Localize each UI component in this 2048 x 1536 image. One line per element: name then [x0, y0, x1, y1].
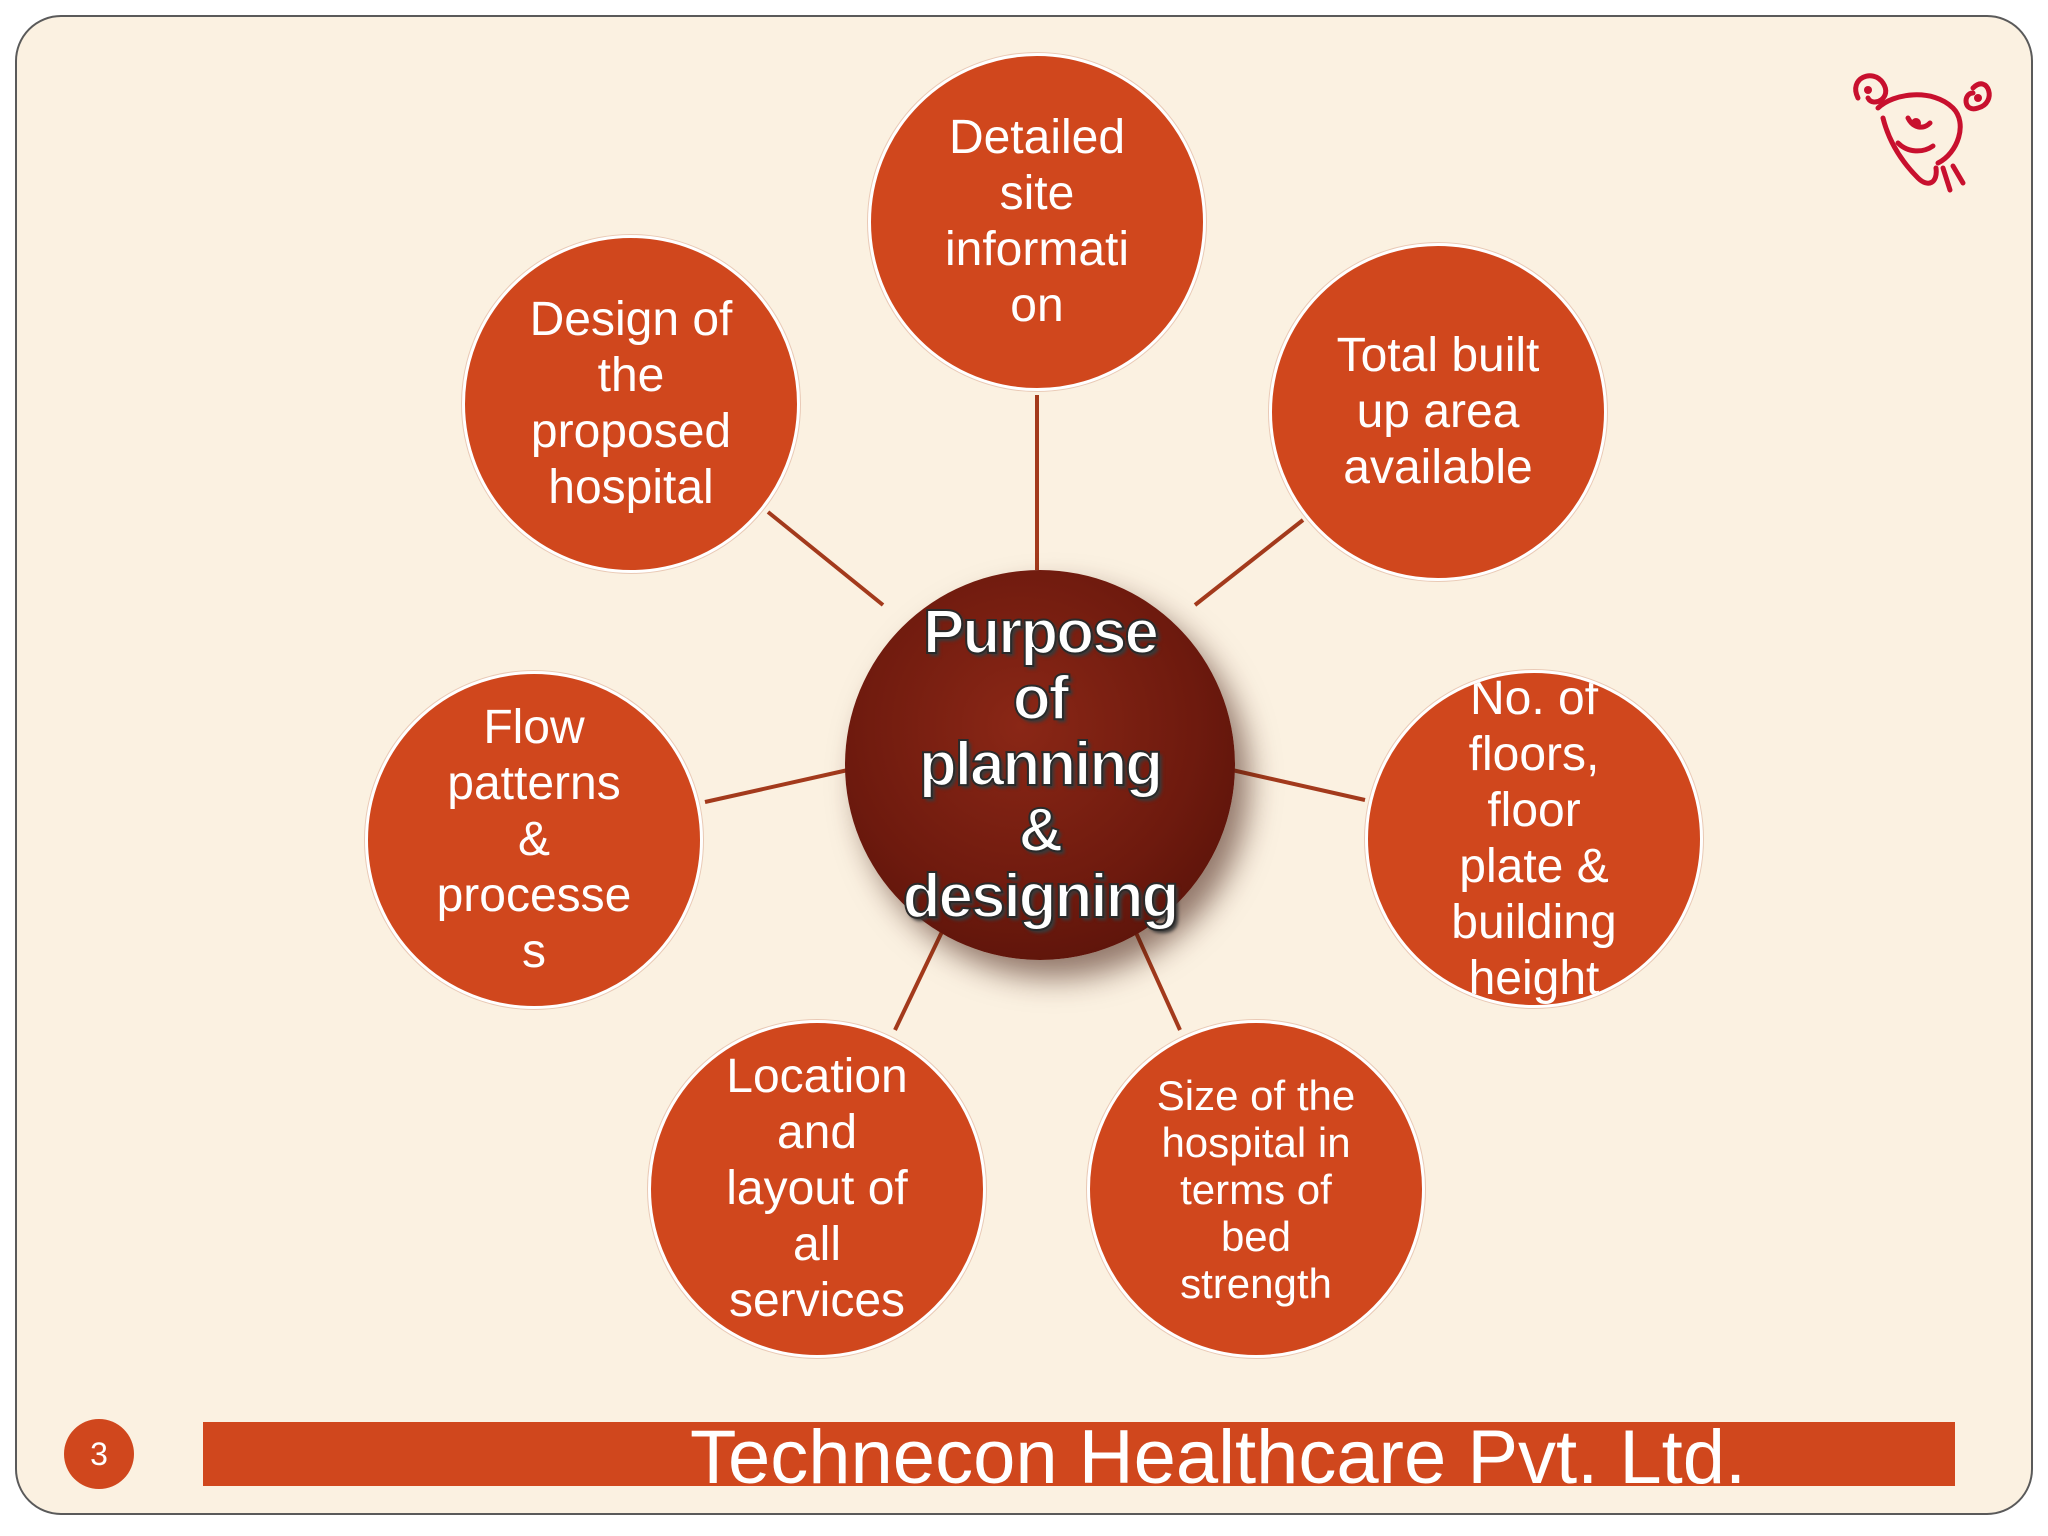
node-site-info: Detailed site informati on	[868, 53, 1206, 391]
connector-flow	[704, 768, 849, 804]
page-number: 3	[90, 1435, 108, 1472]
connector-floors	[1231, 768, 1366, 802]
node-location: Location and layout of all services	[648, 1020, 986, 1358]
center-node: Purpose of planning & designing	[845, 570, 1235, 960]
node-site-info-label: Detailed site informati on	[944, 111, 1130, 332]
center-node-label: Purpose of planning & designing	[902, 598, 1181, 931]
connector-built-up-area	[1193, 518, 1305, 607]
node-design: Design of the proposed hospital	[462, 235, 800, 573]
node-built-up-area: Total built up area available	[1269, 243, 1607, 581]
node-flow: Flow patterns & processe s	[365, 671, 703, 1009]
node-built-up-area-label: Total built up area available	[1336, 329, 1540, 494]
node-floors: No. of floors, floor plate & building he…	[1365, 670, 1703, 1008]
connector-design	[766, 510, 885, 607]
ram-head-logo-icon	[1853, 73, 1992, 193]
connector-location	[893, 914, 952, 1031]
node-size-label: Size of the hospital in terms of bed str…	[1156, 1071, 1356, 1307]
footer-company-name: Technecon Healthcare Pvt. Ltd.	[690, 1415, 1747, 1500]
page-number-badge: 3	[64, 1419, 134, 1489]
footer-bar	[203, 1422, 1955, 1486]
node-location-label: Location and layout of all services	[726, 1050, 908, 1327]
node-floors-label: No. of floors, floor plate & building he…	[1451, 672, 1617, 1005]
node-design-label: Design of the proposed hospital	[529, 293, 733, 514]
node-flow-label: Flow patterns & processe s	[436, 701, 632, 978]
node-size: Size of the hospital in terms of bed str…	[1087, 1020, 1425, 1358]
